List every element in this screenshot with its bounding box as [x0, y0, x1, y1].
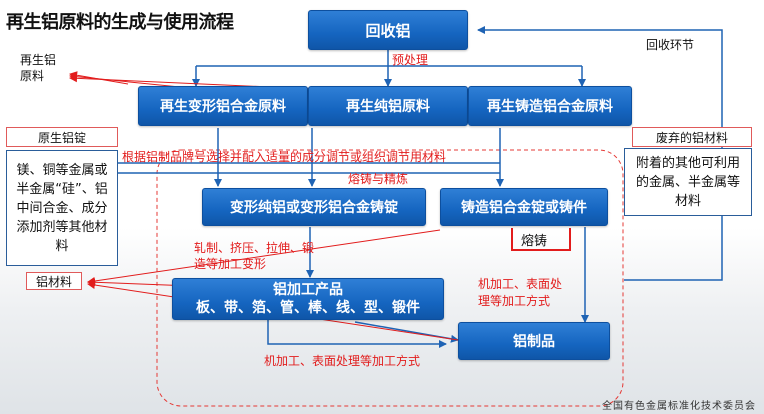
box-scrap-materials: 废弃的铝材料 [632, 127, 752, 147]
box-alloying-materials: 镁、铜等金属或半金属“硅”、铝中间合金、成分添加剂等其他材料 [6, 150, 118, 266]
label-composition-adjust: 根据铝制品牌号选择并配入适量的成分调节或组织调节用材料 [122, 150, 447, 164]
processed-products-title: 铝加工产品 [273, 282, 343, 298]
recycled-raw-line1: 再生铝 [20, 53, 57, 67]
footer-organization: 全国有色金属标准化技术委员会 [602, 401, 756, 412]
label-casting: 熔铸 [521, 234, 548, 249]
box-al-materials: 铝材料 [26, 272, 82, 290]
label-pretreatment: 预处理 [392, 53, 429, 67]
node-pure-raw: 再生纯铝原料 [308, 86, 468, 126]
node-wrought-ingot: 变形纯铝或变形铝合金铸锭 [202, 188, 426, 226]
recycled-raw-line2: 原料 [20, 69, 45, 83]
node-cast-ingot: 铸造铝合金锭或铸件 [440, 188, 608, 226]
node-cast-raw: 再生铸造铝合金原料 [468, 86, 632, 126]
processing-region-outline [156, 149, 624, 407]
machining-right-line1: 机加工、表面处 [478, 277, 563, 291]
node-processed-products: 铝加工产品 板、带、箔、管、棒、线、型、锻件 [172, 278, 444, 320]
label-recycle-loop: 回收环节 [646, 38, 695, 52]
label-forming: 轧制、挤压、拉伸、锻造等加工变形 [194, 241, 315, 271]
box-attached-materials: 附着的其他可利用的金属、半金属等材料 [624, 148, 752, 216]
processed-products-list: 板、带、箔、管、棒、线、型、锻件 [196, 300, 420, 316]
page-title: 再生铝原料的生成与使用流程 [6, 12, 234, 33]
label-recycled-raw: 再生铝 原料 [20, 52, 56, 84]
node-recycled-al: 回收铝 [308, 10, 468, 50]
node-wrought-raw: 再生变形铝合金原料 [138, 86, 308, 126]
node-al-products: 铝制品 [458, 322, 610, 360]
label-machining-right: 机加工、表面处 理等加工方式 [478, 276, 562, 310]
box-primary-ingot: 原生铝锭 [6, 127, 118, 147]
label-melt-refine: 熔铸与精炼 [348, 172, 409, 186]
machining-right-line2: 理等加工方式 [478, 294, 551, 308]
label-machining-bottom: 机加工、表面处理等加工方式 [264, 354, 421, 368]
